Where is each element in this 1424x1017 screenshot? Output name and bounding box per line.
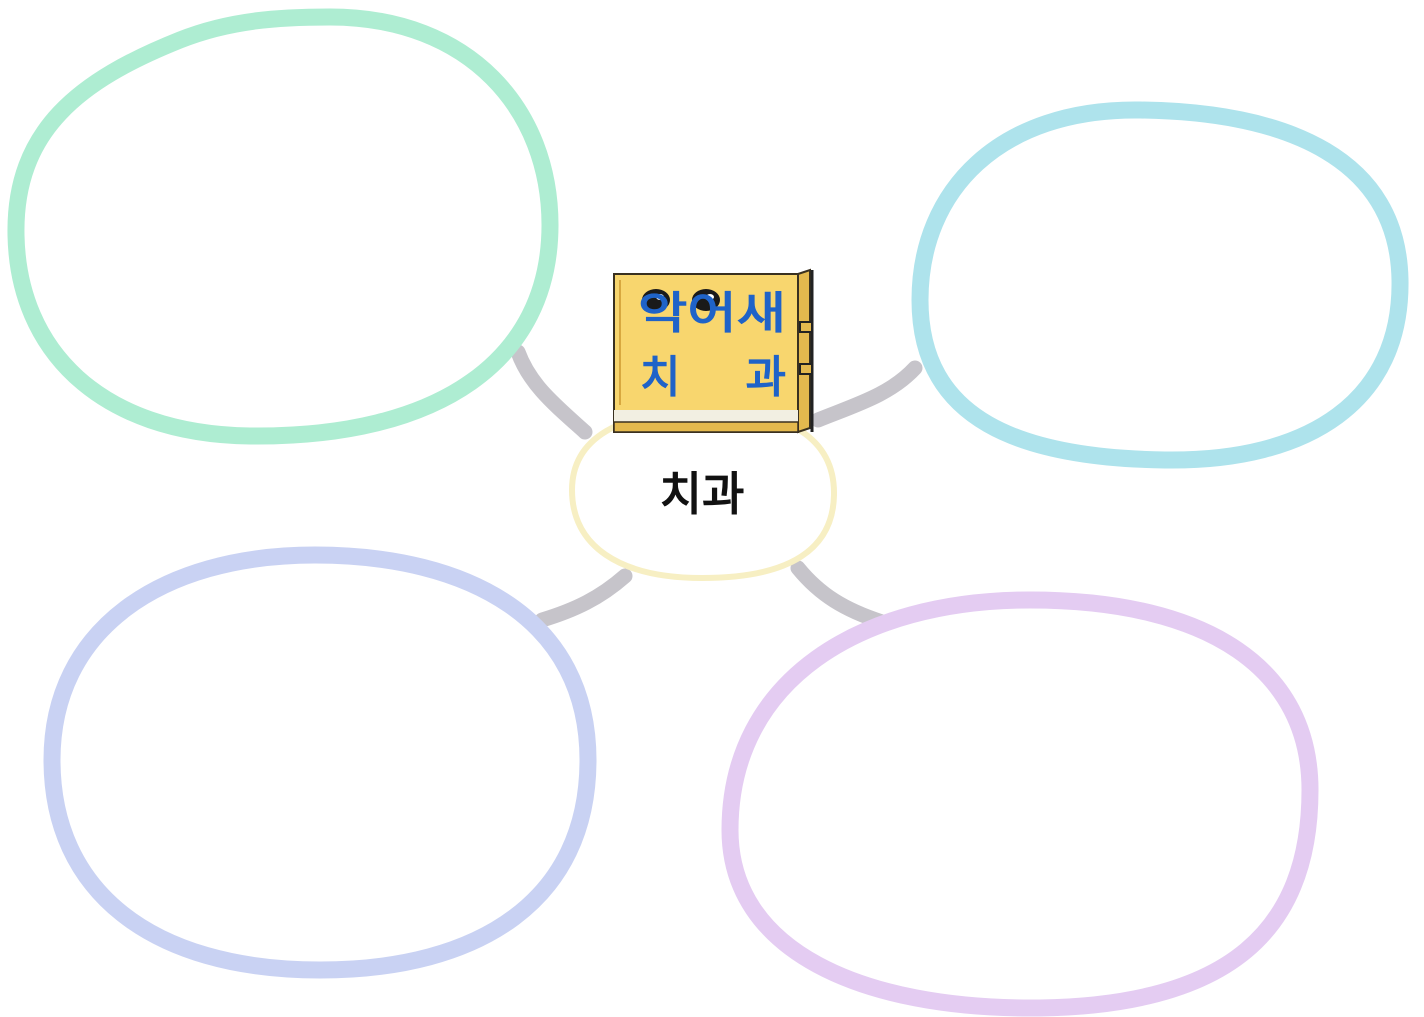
connector-bottom-left bbox=[534, 568, 633, 628]
sign-line1-text: 악어새 bbox=[638, 288, 786, 339]
connector-bottom-right bbox=[790, 560, 890, 630]
center-topic-label: 치과 bbox=[660, 467, 745, 521]
idea-bubble-bottom-left[interactable] bbox=[43, 546, 597, 979]
idea-bubble-top-right[interactable] bbox=[911, 101, 1409, 469]
idea-bubble-bottom-right[interactable] bbox=[721, 591, 1319, 1017]
idea-bubble-top-left[interactable] bbox=[7, 8, 559, 445]
eye-icon-left bbox=[642, 289, 670, 311]
eye-icon-right bbox=[692, 289, 720, 311]
connector-top-right bbox=[810, 360, 923, 428]
dental-clinic-sign-icon: 악어새 치 과 bbox=[613, 268, 814, 434]
center-topic-bubble[interactable] bbox=[568, 406, 838, 582]
connector-top-left bbox=[510, 344, 593, 440]
